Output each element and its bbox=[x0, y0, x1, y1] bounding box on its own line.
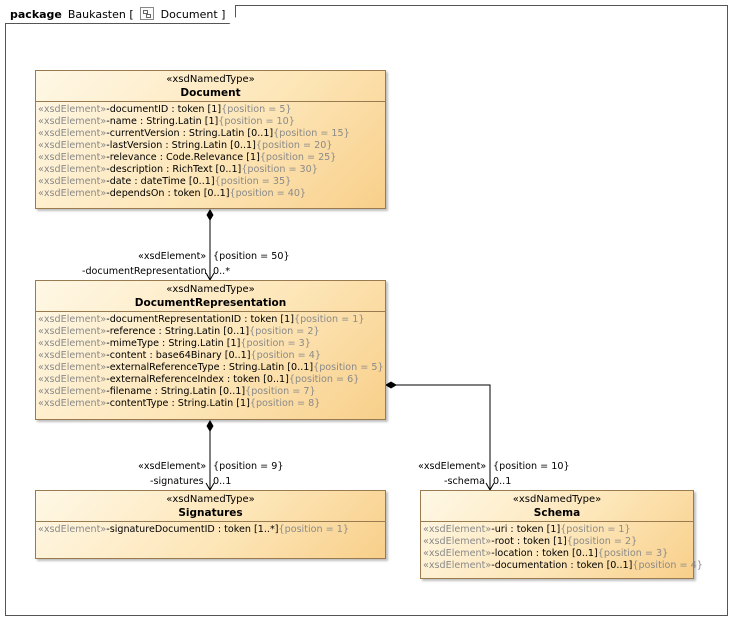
attribute-row[interactable]: «xsdElement»-filename : String.Latin [0.… bbox=[38, 386, 316, 397]
class-name: Document bbox=[180, 87, 241, 99]
composition-diamond-rep-sig bbox=[206, 420, 214, 432]
assoc-multiplicity-rep-sig: 0..1 bbox=[213, 476, 232, 487]
attribute-list: «xsdElement»-documentID : token [1]{posi… bbox=[36, 102, 385, 200]
assoc-role-rep-schema: -schema bbox=[444, 476, 485, 487]
assoc-tag-rep-schema: {position = 10} bbox=[493, 461, 570, 472]
composition-diamond-doc bbox=[206, 209, 214, 221]
class-schema[interactable]: «xsdNamedType» Schema «xsdElement»-uri :… bbox=[420, 490, 703, 579]
class-stereotype: «xsdNamedType» bbox=[166, 74, 255, 85]
attribute-row[interactable]: «xsdElement»-currentVersion : String.Lat… bbox=[38, 128, 350, 139]
class-document[interactable]: «xsdNamedType» Document «xsdElement»-doc… bbox=[35, 70, 386, 209]
frame-open-bracket: [ bbox=[129, 8, 134, 21]
attribute-row[interactable]: «xsdElement»-contentType : String.Latin … bbox=[38, 398, 321, 409]
frame-close-bracket: ] bbox=[221, 8, 226, 21]
assoc-stereotype-rep-schema: «xsdElement» bbox=[418, 461, 487, 472]
frame-title-tab: package Baukasten [ Document ] bbox=[5, 5, 236, 24]
attribute-row[interactable]: «xsdElement»-lastVersion : String.Latin … bbox=[38, 140, 333, 151]
attribute-row[interactable]: «xsdElement»-location : token [0..1]{pos… bbox=[423, 548, 669, 559]
attribute-row[interactable]: «xsdElement»-name : String.Latin [1]{pos… bbox=[38, 116, 295, 127]
attribute-row[interactable]: «xsdElement»-documentation : token [0..1… bbox=[423, 560, 703, 571]
assoc-stereotype-doc-rep: «xsdElement» bbox=[138, 251, 207, 262]
frame-keyword: package bbox=[10, 8, 62, 21]
frame-package-name: Baukasten bbox=[67, 8, 126, 21]
attribute-row[interactable]: «xsdElement»-documentRepresentationID : … bbox=[38, 314, 365, 325]
assoc-line-rep-schema bbox=[392, 384, 491, 490]
assoc-role-rep-sig: -signatures bbox=[150, 476, 204, 487]
class-diagram-icon bbox=[140, 7, 154, 20]
attribute-row[interactable]: «xsdElement»-date : dateTime [0..1]{posi… bbox=[38, 176, 292, 187]
composition-diamond-rep-schema bbox=[385, 381, 397, 389]
attribute-list: «xsdElement»-documentRepresentationID : … bbox=[36, 312, 385, 410]
attribute-row[interactable]: «xsdElement»-dependsOn : token [0..1]{po… bbox=[38, 188, 307, 199]
class-stereotype: «xsdNamedType» bbox=[166, 284, 255, 295]
class-name: DocumentRepresentation bbox=[134, 297, 287, 309]
attribute-row[interactable]: «xsdElement»-reference : String.Latin [0… bbox=[38, 326, 320, 337]
assoc-multiplicity-doc-rep: 0..* bbox=[213, 266, 230, 277]
class-header: «xsdNamedType» Document bbox=[36, 71, 385, 102]
class-header: «xsdNamedType» Schema bbox=[421, 491, 693, 522]
frame-diagram-name: Document bbox=[160, 8, 218, 21]
assoc-tag-doc-rep: {position = 50} bbox=[213, 251, 290, 262]
class-header: «xsdNamedType» Signatures bbox=[36, 491, 385, 522]
attribute-row[interactable]: «xsdElement»-uri : token [1]{position = … bbox=[423, 524, 631, 535]
class-name: Schema bbox=[533, 507, 581, 519]
assoc-tag-rep-sig: {position = 9} bbox=[213, 461, 284, 472]
attribute-row[interactable]: «xsdElement»-externalReferenceType : Str… bbox=[38, 362, 384, 373]
attribute-row[interactable]: «xsdElement»-relevance : Code.Relevance … bbox=[38, 152, 337, 163]
attribute-row[interactable]: «xsdElement»-externalReferenceIndex : to… bbox=[38, 374, 360, 385]
attribute-row[interactable]: «xsdElement»-mimeType : String.Latin [1]… bbox=[38, 338, 311, 349]
class-stereotype: «xsdNamedType» bbox=[166, 494, 255, 505]
class-header: «xsdNamedType» DocumentRepresentation bbox=[36, 281, 385, 312]
assoc-role-doc-rep: -documentRepresentation bbox=[82, 266, 207, 277]
class-name: Signatures bbox=[178, 507, 243, 519]
attribute-row[interactable]: «xsdElement»-content : base64Binary [0..… bbox=[38, 350, 321, 361]
package-frame bbox=[5, 5, 728, 616]
attribute-list: «xsdElement»-signatureDocumentID : token… bbox=[36, 522, 385, 536]
class-stereotype: «xsdNamedType» bbox=[512, 494, 602, 505]
attribute-list: «xsdElement»-uri : token [1]{position = … bbox=[421, 522, 703, 572]
attribute-row[interactable]: «xsdElement»-description : RichText [0..… bbox=[38, 164, 318, 175]
attribute-row[interactable]: «xsdElement»-signatureDocumentID : token… bbox=[38, 524, 349, 535]
attribute-row[interactable]: «xsdElement»-root : token [1]{position =… bbox=[423, 536, 638, 547]
assoc-stereotype-rep-sig: «xsdElement» bbox=[138, 461, 207, 472]
class-document-representation[interactable]: «xsdNamedType» DocumentRepresentation «x… bbox=[35, 280, 386, 420]
assoc-multiplicity-rep-schema: 0..1 bbox=[493, 476, 512, 487]
attribute-row[interactable]: «xsdElement»-documentID : token [1]{posi… bbox=[38, 104, 292, 115]
class-signatures[interactable]: «xsdNamedType» Signatures «xsdElement»-s… bbox=[35, 490, 386, 559]
